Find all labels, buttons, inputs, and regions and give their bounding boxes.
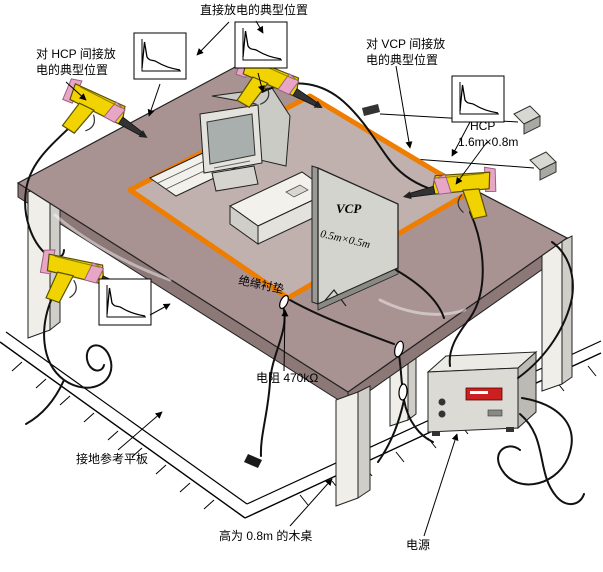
cable-clamp-2 (529, 151, 557, 181)
label-hcp: HCP 1.6m×0.8m (458, 119, 518, 150)
power-supply-unit (426, 350, 538, 436)
power-knob-2 (438, 410, 446, 418)
cable-hcp-ground-strap (289, 299, 434, 463)
monitor-screen (206, 113, 256, 165)
label-hcp-size: 1.6m×0.8m (458, 134, 519, 149)
crt-monitor (199, 87, 291, 192)
cable-vcp (395, 269, 445, 319)
ground-plug (244, 454, 262, 468)
waveform-inset-3 (451, 75, 505, 123)
label-ground-plane: 接地参考平板 (76, 452, 149, 466)
label-power: 电源 (406, 538, 431, 552)
vcp-plane (311, 165, 399, 311)
cable-gun-top-center (261, 82, 429, 189)
label-resistor: 电阻 470kΩ (256, 371, 319, 385)
waveform-inset-1 (133, 32, 187, 80)
label-hcp-indirect-line1: 对 HCP 间接放 (36, 47, 116, 61)
label-hcp-indirect-position: 对 HCP 间接放 电的典型位置 (36, 47, 116, 78)
label-table: 高为 0.8m 的木桌 (219, 529, 313, 543)
label-hcp-name: HCP (470, 119, 496, 133)
cable-connector-block (362, 104, 380, 116)
floor-hatching-left (11, 361, 215, 510)
power-knob-1 (438, 398, 446, 406)
cable-power-up (517, 241, 574, 379)
leader-lines (65, 20, 488, 537)
label-hcp-indirect-line2: 电的典型位置 (36, 62, 109, 77)
table-leg-right (541, 240, 563, 392)
monitor-base (211, 165, 259, 192)
waveform-inset-4 (98, 278, 152, 326)
table-highlight-1 (53, 213, 172, 282)
label-vcp-indirect-line1: 对 VCP 间接放 (366, 37, 446, 51)
cable-power-loops (497, 397, 585, 505)
label-direct-discharge-position: 直接放电的典型位置 (200, 3, 309, 17)
cable-gun-right (448, 211, 484, 367)
table-leg-front (335, 391, 359, 507)
resistor-bead-1 (394, 340, 404, 358)
table-highlight-2 (378, 298, 467, 316)
cable-gun-lower-left (25, 297, 113, 425)
cable-bench-ground (259, 305, 286, 457)
label-vcp-indirect-line2: 电的典型位置 (366, 52, 439, 67)
label-vcp-indirect-position: 对 VCP 间接放 电的典型位置 (366, 37, 445, 68)
resistor-bead-2 (398, 383, 408, 401)
label-vcp-name: VCP (336, 201, 362, 216)
resistor-bead-3 (279, 294, 289, 310)
vcp-support (321, 289, 347, 307)
